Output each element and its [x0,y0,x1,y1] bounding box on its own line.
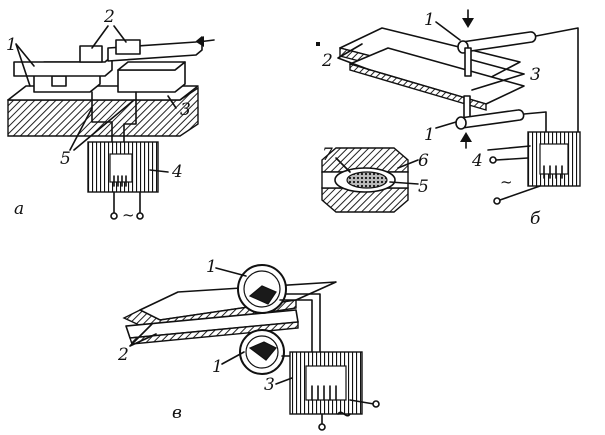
clamp-bolt [51,75,67,87]
label-b-6: 6 [418,151,429,171]
cable-lower [523,111,547,139]
lead-left [91,91,113,151]
terminal-a-left [110,212,118,220]
label-a-4: 4 [171,162,183,182]
supply-symbol-a: ~ [122,206,135,224]
lead-right [123,91,137,151]
label-v-3: 3 [264,375,275,395]
terminal-a-right [136,212,144,220]
label-a-5: 5 [60,149,71,169]
label-b-2: 2 [321,51,333,71]
weld-nugget [346,171,388,189]
label-v-1-lower: 1 [212,357,223,377]
electrode-upper [464,47,472,77]
panel-v-seam-welding: 1 2 1 3 в [117,257,380,431]
supply-symbol-b: ~ [500,173,513,191]
label-b-5: 5 [418,177,429,197]
label-a-1: 1 [6,35,17,55]
caption-a: а [14,199,24,219]
caption-v: в [172,403,182,423]
panel-b-spot-welding: ~ 1 2 3 1 4 7 6 5 б [316,9,581,229]
electrode-right [115,39,141,55]
label-a-3: 3 [180,100,191,120]
label-b-1-upper: 1 [424,10,435,30]
workpiece-left [13,55,113,77]
transformer-v [289,351,363,415]
panel-a-butt-welding: ~ 1 2 3 4 5 а [6,7,215,224]
label-b-7: 7 [322,145,333,165]
label-b-3: 3 [530,65,541,85]
terminal-v-right [372,400,380,408]
caption-b: б [530,209,541,229]
label-a-2: 2 [103,7,115,27]
label-v-2: 2 [117,345,129,365]
label-v-1-upper: 1 [206,257,217,277]
terminal-v-left [318,423,326,431]
label-b-4: 4 [471,151,483,171]
electrode-left [79,45,103,63]
label-b-1-lower: 1 [424,125,435,145]
weld-cross-section [321,147,409,213]
